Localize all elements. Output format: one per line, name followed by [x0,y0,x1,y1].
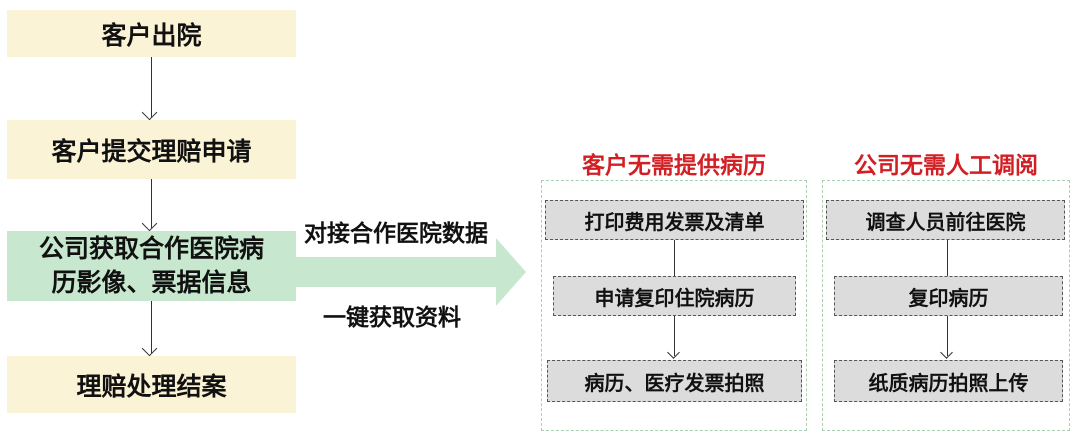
company-arrow-2 [947,316,948,356]
flow-step-acquire-records-line2: 历影像、票据信息 [51,268,252,297]
flow-step-submit-claim-label: 客户提交理赔申请 [51,136,252,166]
flow-step-acquire-records-line1: 公司获取合作医院病 [38,234,264,263]
customer-arrow-2 [674,316,675,356]
panel-customer [541,180,807,431]
company-step-investigator: 调查人员前往医院 [826,200,1065,240]
customer-step-photo-label: 病历、医疗发票拍照 [584,370,765,395]
customer-connector-1 [674,240,675,276]
flow-arrow-2 [151,179,152,228]
connector-top-label: 对接合作医院数据 [304,221,488,247]
customer-step-print-invoice-label: 打印费用发票及清单 [584,209,765,234]
customer-step-photo: 病历、医疗发票拍照 [547,360,802,402]
flow-arrow-1 [151,57,152,117]
panel-customer-title: 客户无需提供病历 [582,153,766,179]
company-connector-1 [947,240,948,276]
panel-company [822,180,1070,431]
flow-step-close-case: 理赔处理结案 [7,356,296,413]
connector-bottom-label: 一键获取资料 [323,305,461,331]
company-step-copy-records: 复印病历 [834,276,1063,316]
customer-step-print-invoice: 打印费用发票及清单 [545,200,804,240]
flow-step-discharge: 客户出院 [7,10,296,57]
panel-company-title: 公司无需人工调阅 [854,153,1038,179]
flow-step-acquire-records: 公司获取合作医院病 历影像、票据信息 [7,231,296,301]
flow-step-close-case-label: 理赔处理结案 [76,371,227,401]
company-step-investigator-label: 调查人员前往医院 [865,209,1026,234]
flow-arrow-3 [151,301,152,353]
connector-arrow-icon [296,238,526,306]
customer-step-request-copy: 申请复印住院病历 [553,276,796,316]
company-step-upload: 纸质病历拍照上传 [834,360,1063,402]
flow-step-discharge-label: 客户出院 [101,20,202,50]
customer-step-request-copy-label: 申请复印住院病历 [594,285,755,310]
company-step-upload-label: 纸质病历拍照上传 [868,370,1029,395]
flow-step-submit-claim: 客户提交理赔申请 [7,120,296,179]
company-step-copy-records-label: 复印病历 [908,285,989,310]
